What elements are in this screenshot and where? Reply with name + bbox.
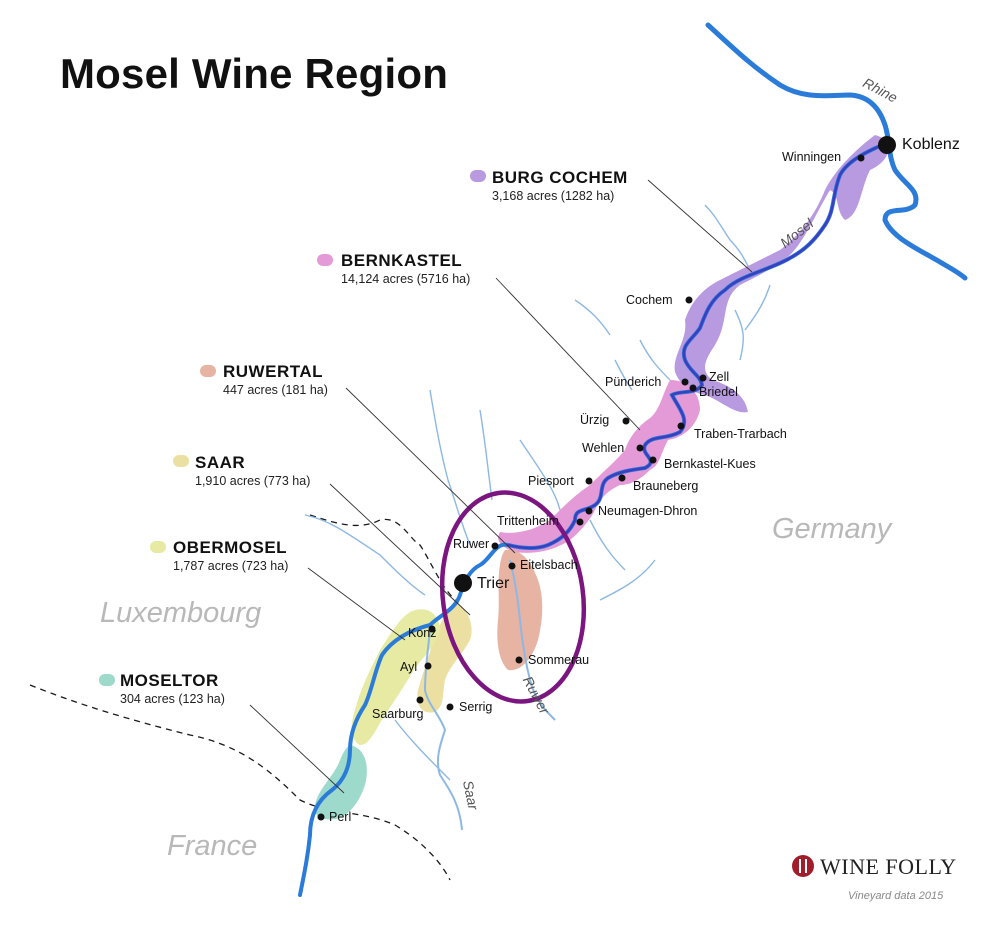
region-area: 447 acres (181 ha) (223, 383, 328, 397)
town-zell: Zell (709, 370, 730, 384)
region-burg-cochem-area (674, 135, 889, 413)
region-name: BERNKASTEL (341, 251, 463, 270)
region-label-bernkastel: BERNKASTEL 14,124 acres (5716 ha) (341, 251, 470, 286)
town-urzig: Ürzig (580, 413, 610, 427)
town-dots (317, 136, 896, 821)
river-saar (423, 629, 463, 831)
brand-name: WINE FOLLY (820, 854, 957, 879)
country-luxembourg: Luxembourg (100, 597, 262, 629)
wine-folly-logo-icon (792, 855, 814, 877)
vineyard-data-credit: Vineyard data 2015 (848, 890, 944, 902)
town-eitelsbach: Eitelsbach (520, 558, 578, 572)
river-rhine (705, 22, 968, 281)
region-obermosel-area (351, 609, 440, 745)
region-area: 304 acres (123 ha) (120, 692, 225, 706)
region-name: BURG COCHEM (492, 168, 628, 187)
region-label-ruwertal: RUWERTAL 447 acres (181 ha) (223, 362, 328, 397)
brand-logo: WINE FOLLY (792, 854, 957, 880)
town-punderich: Pünderich (605, 375, 662, 389)
town-koblenz: Koblenz (902, 136, 960, 153)
country-france: France (167, 830, 258, 862)
map-title: Mosel Wine Region (60, 50, 449, 97)
region-label-burg-cochem: BURG COCHEM 3,168 acres (1282 ha) (492, 168, 628, 203)
town-trittenheim: Trittenheim (497, 514, 560, 528)
region-name: MOSELTOR (120, 671, 219, 690)
leader-lines (249, 179, 753, 794)
tributaries (304, 204, 771, 781)
border-france (29, 684, 451, 881)
region-label-moseltor: MOSELTOR 304 acres (123 ha) (120, 671, 225, 706)
swatch-ruwertal (200, 365, 216, 377)
town-sommerau: Sommerau (528, 653, 590, 667)
town-ruwer: Ruwer (453, 537, 490, 551)
region-name: RUWERTAL (223, 362, 323, 381)
town-konz: Konz (408, 626, 437, 640)
region-area: 14,124 acres (5716 ha) (341, 272, 471, 286)
town-trier: Trier (477, 575, 510, 592)
region-label-saar: SAAR 1,910 acres (773 ha) (195, 453, 310, 488)
swatch-obermosel (150, 541, 166, 553)
town-wehlen: Wehlen (582, 441, 625, 455)
region-name: OBERMOSEL (173, 538, 288, 557)
trier-highlight-ellipse (439, 490, 587, 704)
town-ayl: Ayl (400, 660, 418, 674)
town-neumagen-dhron: Neumagen-Dhron (598, 504, 698, 518)
town-piesport: Piesport (528, 474, 574, 488)
town-briedel: Briedel (699, 385, 738, 399)
region-bernkastel-area (498, 380, 700, 553)
town-brauneberg: Brauneberg (633, 479, 699, 493)
town-perl: Perl (329, 810, 352, 824)
town-bernkastel-kues: Bernkastel-Kues (664, 457, 756, 471)
town-cochem: Cochem (626, 293, 673, 307)
town-traben-trarbach: Traben-Trarbach (694, 427, 787, 441)
swatch-burg-cochem (470, 170, 486, 182)
region-name: SAAR (195, 453, 246, 472)
river-ruwer (509, 559, 556, 721)
region-label-obermosel: OBERMOSEL 1,787 acres (723 ha) (173, 538, 288, 573)
region-area: 1,910 acres (773 ha) (195, 474, 311, 488)
country-germany: Germany (772, 513, 892, 545)
town-saarburg: Saarburg (372, 707, 424, 721)
swatch-moseltor (99, 674, 115, 686)
swatch-bernkastel (317, 254, 333, 266)
town-winningen: Winningen (782, 150, 842, 164)
region-area: 3,168 acres (1282 ha) (492, 189, 615, 203)
region-saar-area (417, 600, 472, 713)
region-area: 1,787 acres (723 ha) (173, 559, 289, 573)
swatch-saar (173, 455, 189, 467)
town-serrig: Serrig (459, 700, 493, 714)
